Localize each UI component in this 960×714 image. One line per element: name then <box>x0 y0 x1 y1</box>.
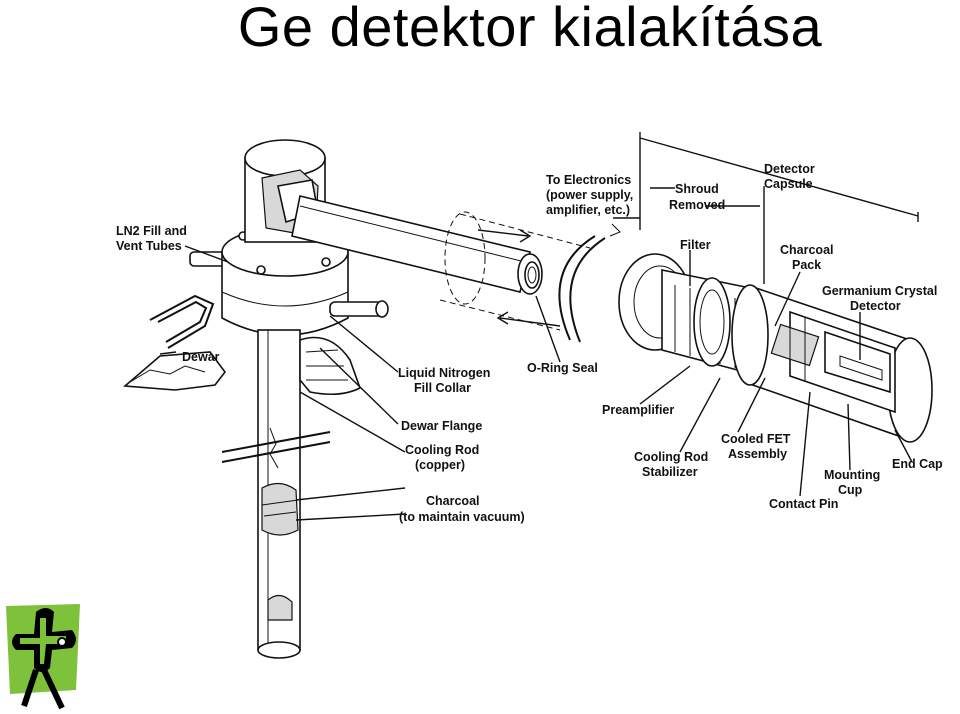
label-cooled-fet-2: Assembly <box>728 447 787 461</box>
label-cooling-rod-1: Cooling Rod <box>405 443 479 457</box>
label-ln2-fill-2: Vent Tubes <box>116 239 182 253</box>
label-mounting-cup-1: Mounting <box>824 468 880 482</box>
detector-capsule <box>618 253 933 443</box>
label-to-electronics-3: amplifier, etc.) <box>546 203 630 217</box>
label-detector-capsule-1: Detector <box>764 162 815 176</box>
shroud-removed <box>558 223 621 343</box>
dewar-flange <box>299 336 361 396</box>
label-mounting-cup-2: Cup <box>838 483 863 497</box>
label-ln2-fill-1: LN2 Fill and <box>116 224 187 238</box>
label-germanium-2: Detector <box>850 299 901 313</box>
label-liquid-nitrogen-1: Liquid Nitrogen <box>398 366 490 380</box>
label-charcoal-1: Charcoal <box>426 494 480 508</box>
label-dewar-flange: Dewar Flange <box>401 419 482 433</box>
label-dewar: Dewar <box>182 350 220 364</box>
label-end-cap: End Cap <box>892 457 943 471</box>
label-o-ring-seal: O-Ring Seal <box>527 361 598 375</box>
label-contact-pin: Contact Pin <box>769 497 838 511</box>
label-filter: Filter <box>680 238 711 252</box>
label-shroud-1: Shroud <box>675 182 719 196</box>
dewar-handle <box>123 294 227 391</box>
label-to-electronics-2: (power supply, <box>546 188 633 202</box>
page-title: Ge detektor kialakítása <box>237 0 823 58</box>
label-preamplifier: Preamplifier <box>602 403 674 417</box>
cross-figure-logo-icon <box>6 604 80 710</box>
label-to-electronics-1: To Electronics <box>546 173 631 187</box>
label-cooled-fet-1: Cooled FET <box>721 432 791 446</box>
label-cooling-rod-stab-1: Cooling Rod <box>634 450 708 464</box>
label-charcoal-2: (to maintain vacuum) <box>399 510 525 524</box>
label-liquid-nitrogen-2: Fill Collar <box>414 381 471 395</box>
label-charcoal-pack-1: Charcoal <box>780 243 834 257</box>
label-charcoal-pack-2: Pack <box>792 258 821 272</box>
label-germanium-1: Germanium Crystal <box>822 284 937 298</box>
label-shroud-2: Removed <box>669 198 725 212</box>
diagram-labels: LN2 Fill and Vent Tubes Dewar To Electro… <box>116 162 943 524</box>
label-detector-capsule-2: Capsule <box>764 177 813 191</box>
leader-lines <box>159 132 919 521</box>
label-cooling-rod-stab-2: Stabilizer <box>642 465 698 479</box>
horizontal-arm <box>291 195 591 331</box>
cooling-rod-vertical <box>221 329 331 659</box>
label-cooling-rod-2: (copper) <box>415 458 465 472</box>
